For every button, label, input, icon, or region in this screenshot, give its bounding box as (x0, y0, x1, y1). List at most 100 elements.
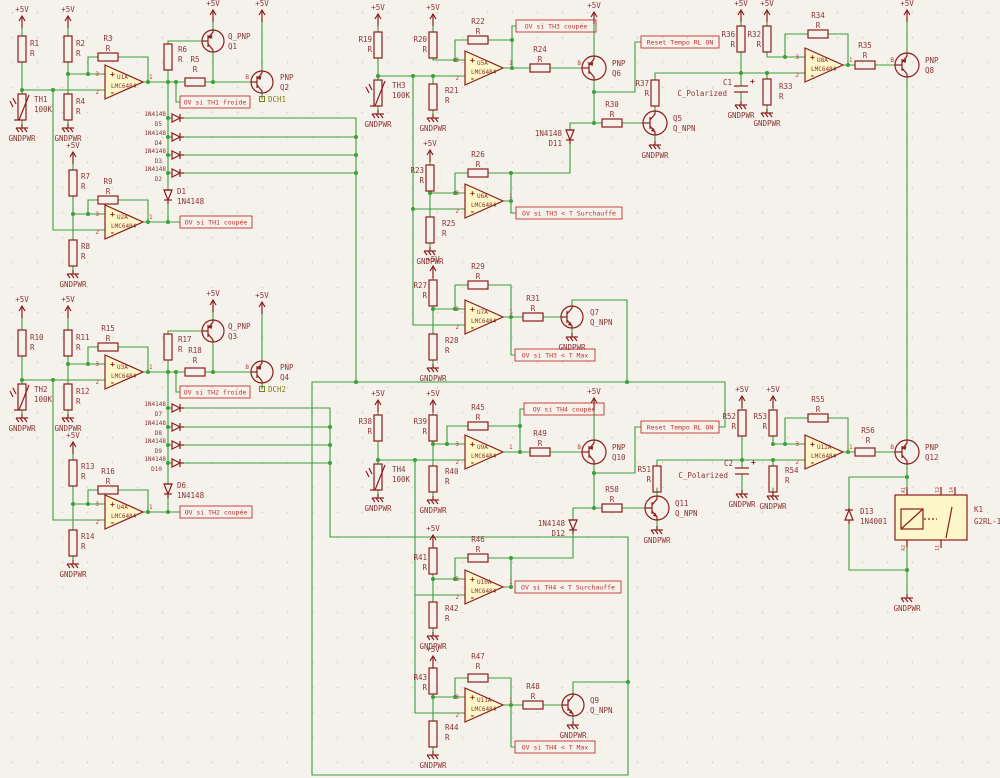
wire[interactable] (311, 381, 629, 776)
+5v-power-flag[interactable]: +5V (734, 0, 748, 22)
wire[interactable] (117, 489, 149, 513)
wire[interactable] (593, 41, 642, 93)
wire[interactable] (454, 39, 469, 61)
net-label-box[interactable]: OV si TH3 < T Max (514, 348, 596, 362)
+5v-power-flag[interactable]: +5V (587, 1, 601, 24)
gndpwr-flag[interactable]: GNDPWR (558, 333, 586, 352)
net-label-box[interactable]: OV si TH1 froide (179, 95, 251, 109)
resistor-R5[interactable]: R5R (184, 55, 206, 87)
capacitor-C2[interactable]: C2+C_Polarized (678, 458, 756, 480)
gndpwr-flag[interactable]: GNDPWR (59, 560, 87, 579)
wire[interactable] (311, 381, 726, 428)
net-label-box[interactable]: OV si TH3 coupée (515, 19, 597, 33)
wire[interactable] (572, 681, 629, 695)
wire[interactable] (87, 489, 99, 505)
wire[interactable] (167, 40, 202, 45)
+5v-power-flag[interactable]: +5V (255, 0, 269, 22)
wire[interactable] (454, 284, 469, 310)
gndpwr-flag[interactable]: GNDPWR (8, 414, 36, 433)
gndpwr-flag[interactable]: GNDPWR (759, 492, 787, 511)
wire[interactable] (117, 56, 149, 83)
wire[interactable] (117, 199, 149, 223)
net-label-box[interactable]: OV si TH1 coupée (179, 215, 253, 229)
resistor-R7[interactable]: R7R (68, 169, 90, 197)
gndpwr-flag[interactable]: GNDPWR (364, 494, 392, 513)
wire[interactable] (454, 557, 469, 580)
wire[interactable] (87, 199, 99, 215)
gndpwr-flag[interactable]: GNDPWR (559, 721, 587, 740)
+5v-power-flag[interactable]: +5V (66, 141, 80, 164)
wire[interactable] (175, 371, 181, 393)
wire[interactable] (827, 33, 849, 66)
wire[interactable] (510, 704, 516, 748)
net-label-box[interactable]: OV si TH4 coupée (523, 402, 605, 416)
+5v-power-flag[interactable]: +5V (426, 389, 440, 412)
+5v-power-flag[interactable]: +5V (15, 5, 29, 28)
resistor-R2[interactable]: R2R (63, 35, 85, 63)
net-label-box[interactable]: Reset Tempo RL ON (640, 35, 720, 49)
wire[interactable] (446, 425, 469, 445)
+5v-power-flag[interactable]: +5V (426, 645, 440, 668)
+5v-power-flag[interactable]: +5V (371, 3, 385, 26)
wire[interactable] (766, 51, 806, 58)
+5v-power-flag[interactable]: +5V (255, 291, 269, 314)
+5v-power-flag[interactable]: +5V (900, 0, 914, 22)
gndpwr-flag[interactable]: GNDPWR (419, 364, 447, 383)
wire[interactable] (52, 89, 106, 231)
resistor-R1[interactable]: R1R (17, 35, 39, 63)
resistor-R6[interactable]: R6R (163, 43, 188, 71)
transistor-Q_NPN[interactable]: Q7Q_NPN (560, 305, 613, 329)
gndpwr-flag[interactable]: GNDPWR (641, 141, 669, 160)
resistor-R4[interactable]: R4R (63, 93, 86, 121)
+5v-power-flag[interactable]: +5V (61, 5, 75, 28)
wire[interactable] (167, 330, 202, 335)
wire[interactable] (117, 346, 149, 373)
+5v-power-flag[interactable]: +5V (587, 387, 601, 410)
wire[interactable] (175, 81, 181, 103)
+5v-power-flag[interactable]: +5V (766, 385, 780, 408)
